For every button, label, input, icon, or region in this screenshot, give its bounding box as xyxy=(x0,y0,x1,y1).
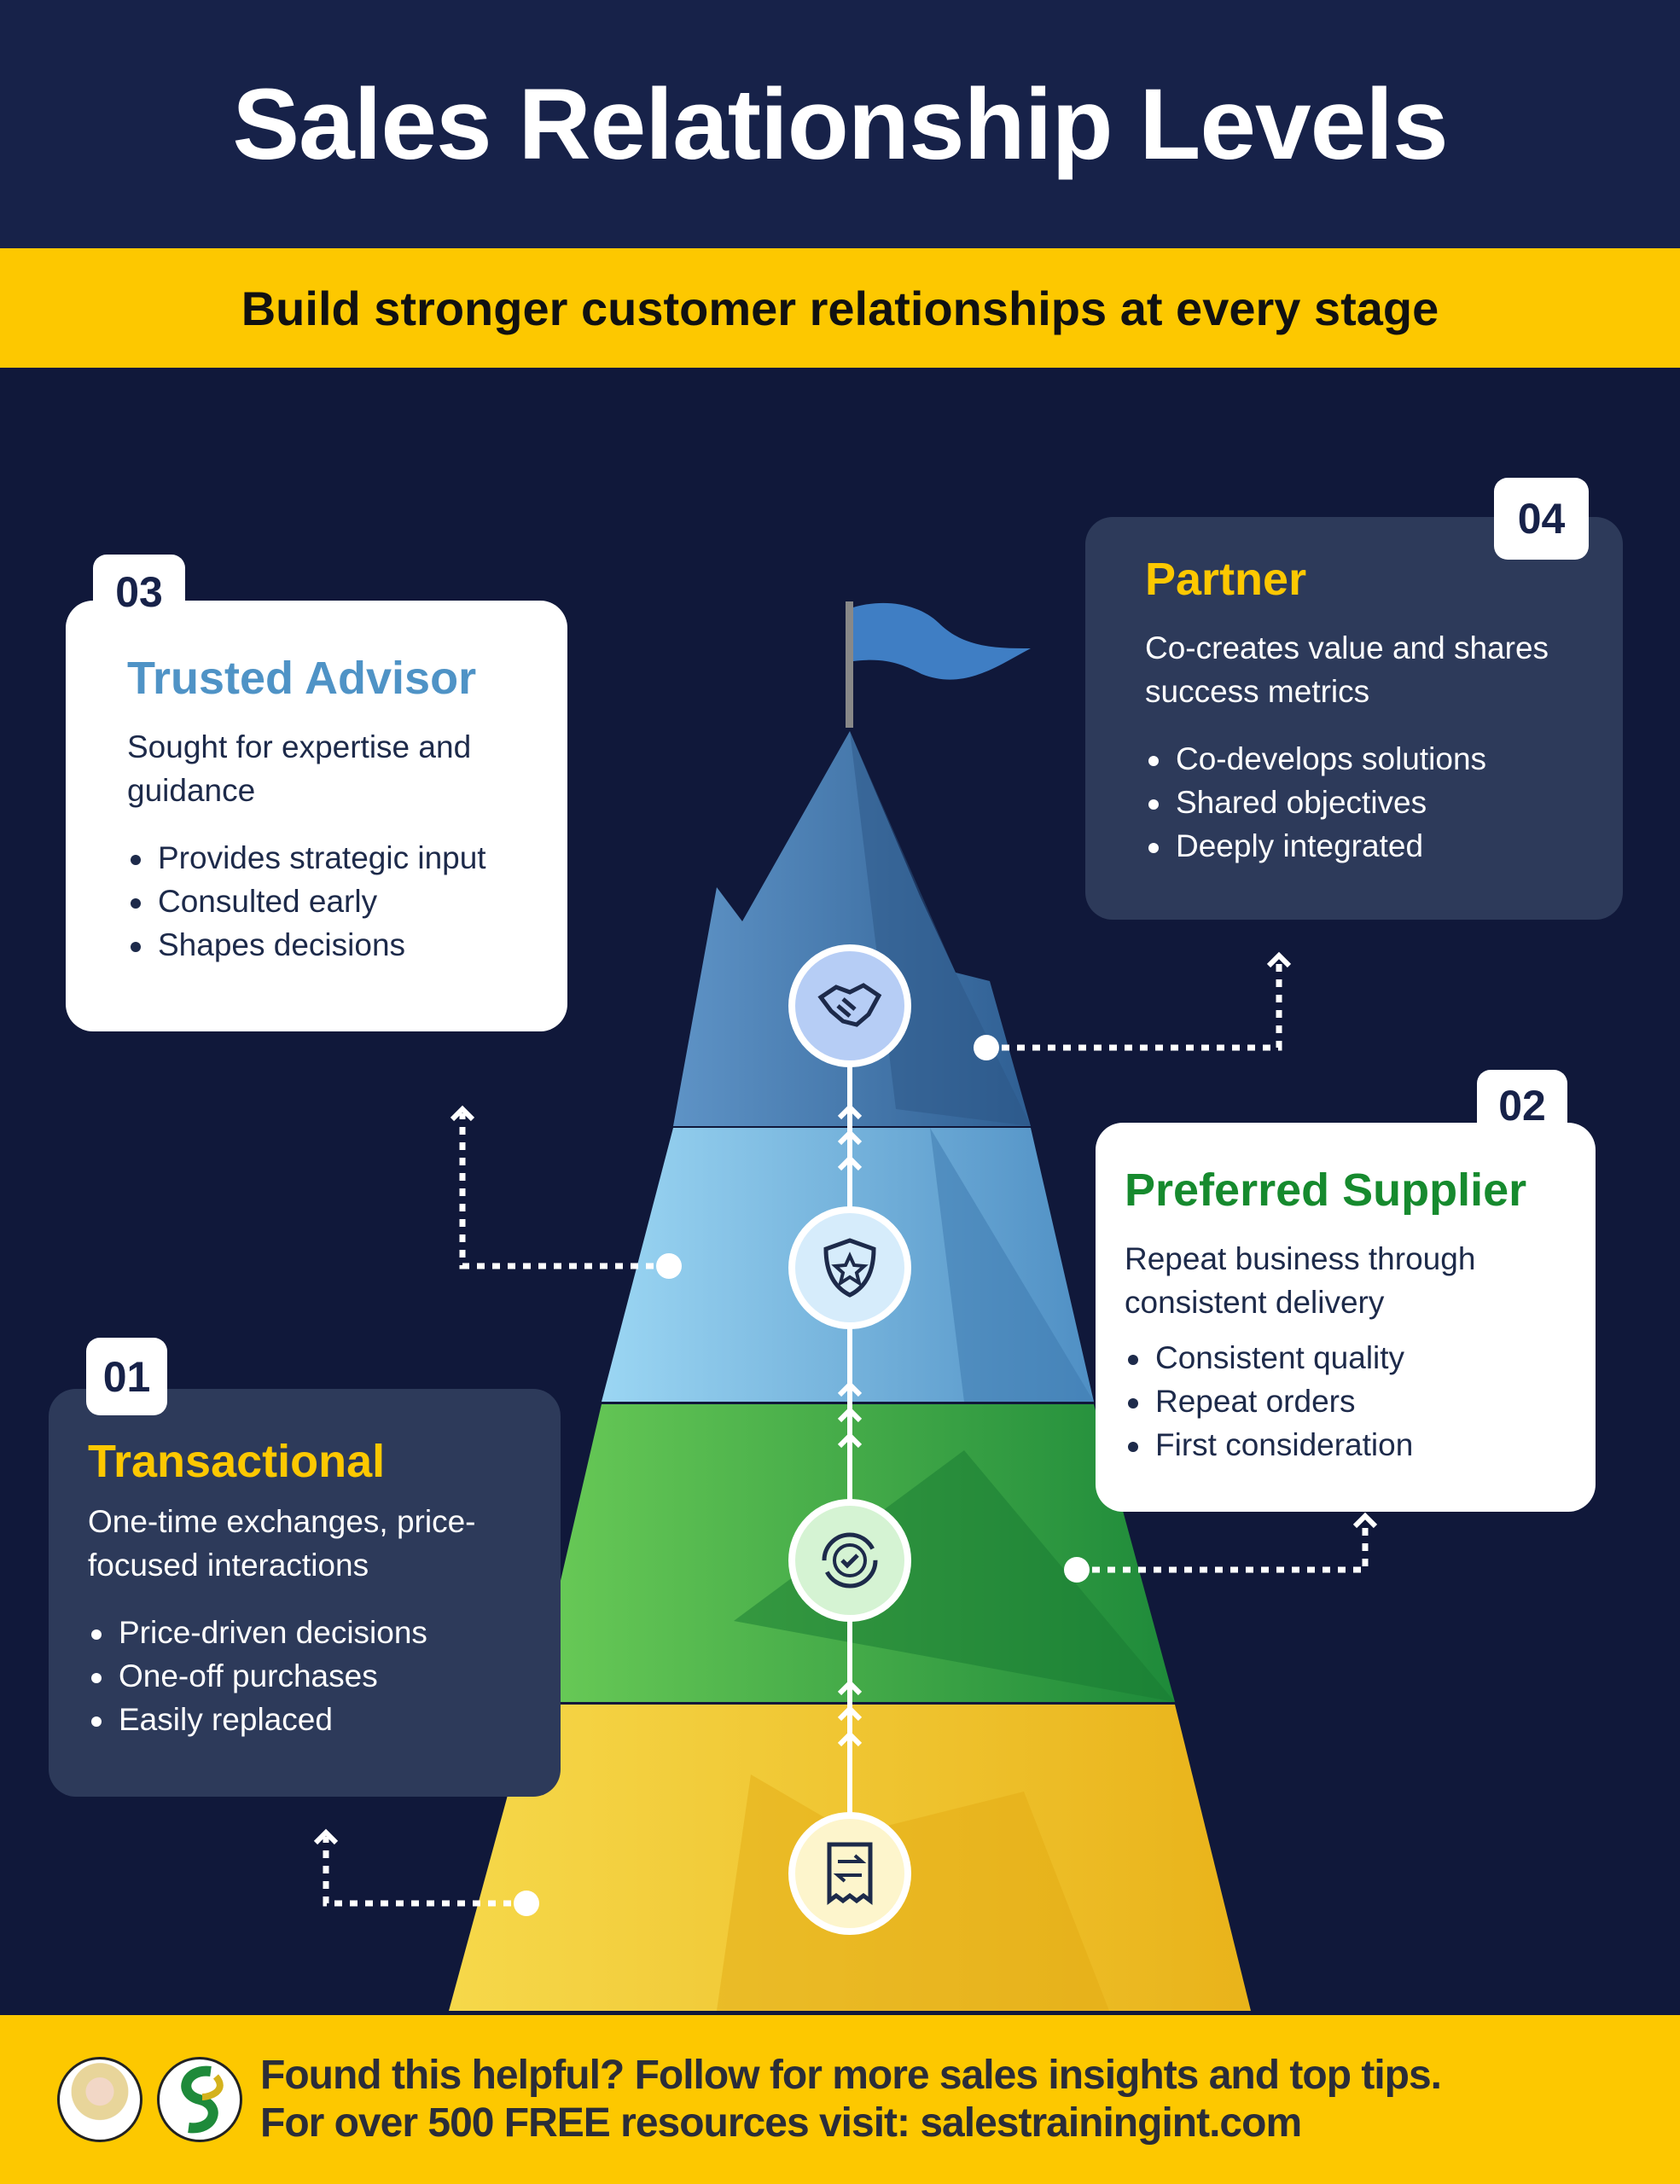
level-description: Repeat business through consistent deliv… xyxy=(1125,1241,1476,1320)
card-partner: Partner Co-creates value and shares succ… xyxy=(1085,517,1623,920)
subtitle-band: Build stronger customer relationships at… xyxy=(0,248,1680,368)
footer-line-2[interactable]: For over 500 FREE resources visit: sales… xyxy=(260,2100,1302,2146)
handshake-icon xyxy=(788,944,911,1067)
level-badge-03: 03 xyxy=(93,555,185,630)
bullet: Shared objectives xyxy=(1145,781,1580,824)
bullet: Easily replaced xyxy=(88,1698,526,1741)
header: Sales Relationship Levels xyxy=(0,0,1680,248)
level-title: Transactional xyxy=(88,1436,386,1487)
footer-line-1: Found this helpful? Follow for more sale… xyxy=(260,2053,1442,2098)
level-description: One-time exchanges, price-focused intera… xyxy=(88,1504,476,1583)
level-description: Sought for expertise and guidance xyxy=(127,729,472,808)
flag-pole xyxy=(846,601,853,728)
flag xyxy=(853,602,1031,680)
level-title: Trusted Advisor xyxy=(127,653,477,704)
bullet: Deeply integrated xyxy=(1145,824,1580,868)
shield-star-icon xyxy=(788,1206,911,1329)
cycle-check-icon xyxy=(788,1499,911,1622)
bullet: Provides strategic input xyxy=(127,836,520,880)
card-transactional: Transactional One-time exchanges, price-… xyxy=(49,1389,561,1797)
footer xyxy=(0,2015,1680,2184)
level-badge-02: 02 xyxy=(1477,1070,1567,1141)
card-preferred-supplier: Preferred Supplier Repeat business throu… xyxy=(1096,1123,1596,1512)
bullet: Shapes decisions xyxy=(127,923,520,967)
mountain-illustration xyxy=(313,601,1378,2011)
level-title: Preferred Supplier xyxy=(1125,1165,1527,1216)
bullet: First consideration xyxy=(1125,1423,1575,1467)
company-logo xyxy=(157,2057,242,2142)
avatar xyxy=(57,2057,142,2142)
page-title: Sales Relationship Levels xyxy=(232,67,1448,181)
bullet: Consulted early xyxy=(127,880,520,923)
bullet: Price-driven decisions xyxy=(88,1611,526,1654)
level-title: Partner xyxy=(1145,554,1307,605)
bullet: One-off purchases xyxy=(88,1654,526,1698)
receipt-exchange-icon xyxy=(788,1812,911,1935)
bullet: Co-develops solutions xyxy=(1145,737,1580,781)
subtitle: Build stronger customer relationships at… xyxy=(241,281,1439,335)
level-badge-04: 04 xyxy=(1494,478,1589,560)
level-badge-01: 01 xyxy=(86,1338,167,1415)
chevron-arrows xyxy=(837,1103,863,1747)
footer-text: Found this helpful? Follow for more sale… xyxy=(260,2015,1668,2184)
level-description: Co-creates value and shares success metr… xyxy=(1145,630,1549,709)
card-trusted-advisor: Trusted Advisor Sought for expertise and… xyxy=(66,601,567,1031)
bullet: Consistent quality xyxy=(1125,1336,1575,1380)
connectors xyxy=(323,960,1369,1907)
bullet: Repeat orders xyxy=(1125,1380,1575,1423)
